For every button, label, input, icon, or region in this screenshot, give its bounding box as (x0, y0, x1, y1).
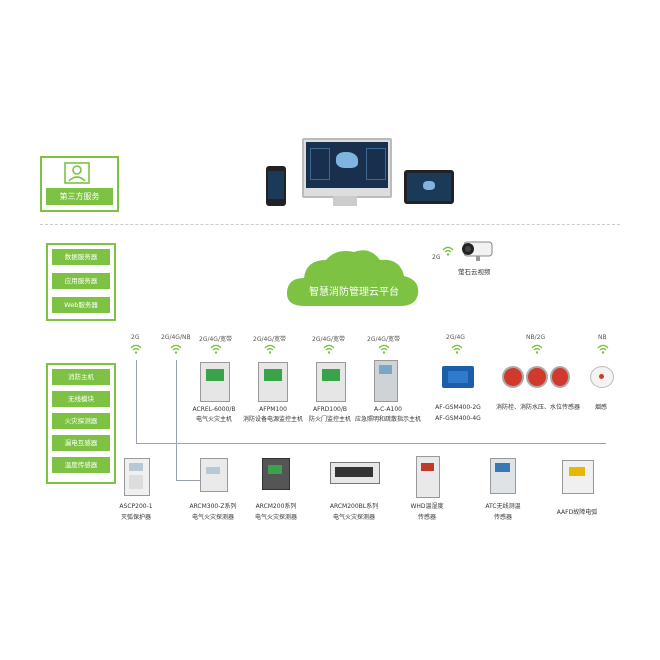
hline-2g4gnb (176, 480, 200, 481)
bot-sub-4: 传感器 (417, 514, 436, 521)
camera-icon (458, 240, 494, 262)
wifi-icon (597, 344, 609, 354)
top-sub-4: 防火门监控主机 (308, 416, 351, 423)
camera-label: 萤石云视频 (458, 268, 491, 276)
device-ac-a100 (374, 360, 398, 402)
divider (40, 224, 620, 225)
top-sub-8: 烟感 (594, 404, 607, 411)
sig-6: 2G/4G (446, 334, 465, 341)
device-afrd100 (316, 362, 346, 402)
device-afpm100 (258, 362, 288, 402)
sig-1: 2G/4G/NB (161, 334, 191, 341)
tablet-device (404, 170, 454, 204)
third-party-label: 第三方服务 (46, 188, 113, 205)
wifi-icon (264, 344, 276, 354)
device-af-gsm400 (442, 366, 474, 388)
wifi-icon (210, 344, 222, 354)
bus-line (136, 443, 606, 444)
servers-panel: 数据服务器 应用服务器 Web服务器 (46, 243, 116, 321)
top-name-2: ACREL-6000/B (192, 406, 236, 413)
device-acrel6000 (200, 362, 230, 402)
phone-device (266, 166, 286, 206)
sig-7: NB/2G (526, 334, 546, 341)
camera-wifi-icon (442, 246, 454, 256)
module-fire-detector: 火灾探测器 (52, 413, 110, 429)
device-aafd (562, 460, 594, 494)
device-atc (490, 458, 516, 494)
top-name-6: AF-GSM400-2G (435, 404, 481, 411)
device-ascp200 (124, 458, 150, 496)
vline-2g4gnb (176, 360, 177, 480)
bot-sub-3: 电气火灾探测器 (332, 514, 375, 521)
device-hydrant-sensors (502, 364, 570, 390)
bot-name-6: AAFD故障电弧 (556, 509, 598, 516)
server-web: Web服务器 (52, 297, 110, 313)
top-name-4: AFRD100/B (313, 406, 347, 413)
sig-4: 2G/4G/宽带 (312, 336, 345, 343)
sig-2: 2G/4G/宽带 (199, 336, 232, 343)
device-whd (416, 456, 440, 498)
module-wireless: 无线模块 (52, 391, 110, 407)
wifi-icon (531, 344, 543, 354)
bot-name-2: ARCM200系列 (255, 503, 297, 510)
bot-sub-0: 灭弧保护器 (120, 514, 151, 521)
bot-name-3: ARCM200BL系列 (329, 503, 379, 510)
bot-name-5: ATC无线测温 (485, 503, 521, 510)
wifi-icon (170, 344, 182, 354)
vline-2g (136, 360, 137, 443)
sig-3: 2G/4G/宽带 (253, 336, 286, 343)
device-arcm200 (262, 458, 290, 490)
wifi-icon (378, 344, 390, 354)
sig-0: 2G (131, 334, 140, 341)
top-name-3: AFPM100 (259, 406, 287, 413)
module-leakage: 漏电互感器 (52, 435, 110, 451)
sig-8: NB (598, 334, 607, 341)
server-data: 数据服务器 (52, 249, 110, 265)
top-sub-6: AF-GSM400-4G (435, 415, 481, 422)
monitor-device (302, 138, 392, 198)
bot-name-1: ARCM300-Z系列 (189, 503, 237, 510)
top-sub-7: 消防栓、消防水压、水位传感器 (496, 404, 581, 411)
top-name-5: A-C-A100 (374, 406, 402, 413)
wifi-icon (451, 344, 463, 354)
cloud-label: 智慧消防管理云平台 (309, 287, 399, 298)
camera-signal: 2G (432, 254, 441, 261)
third-party-panel: 第三方服务 (40, 156, 119, 212)
bot-sub-5: 传感器 (493, 514, 512, 521)
top-sub-3: 消防设备电源监控主机 (242, 416, 303, 423)
bot-name-4: WHD温湿度 (410, 503, 444, 510)
bot-sub-2: 电气火灾探测器 (254, 514, 297, 521)
device-arcm200bl (330, 462, 380, 484)
server-app: 应用服务器 (52, 273, 110, 289)
device-smoke-detector (590, 366, 614, 388)
wifi-icon (130, 344, 142, 354)
top-sub-2: 电气火灾主机 (195, 416, 232, 423)
wifi-icon (323, 344, 335, 354)
sig-5: 2G/4G/宽带 (367, 336, 400, 343)
monitor-stand (333, 196, 357, 206)
bot-sub-1: 电气火灾探测器 (191, 514, 234, 521)
bot-name-0: ASCP200-1 (119, 503, 153, 510)
modules-panel: 消防主机 无线模块 火灾探测器 漏电互感器 温度传感器 (46, 363, 116, 484)
module-temperature: 温度传感器 (52, 457, 110, 473)
device-arcm300 (200, 458, 228, 492)
user-icon (64, 162, 90, 186)
cloud-shape (286, 250, 419, 306)
module-fire-host: 消防主机 (52, 369, 110, 385)
top-sub-5: 应急照明和疏散指示主机 (355, 416, 422, 423)
